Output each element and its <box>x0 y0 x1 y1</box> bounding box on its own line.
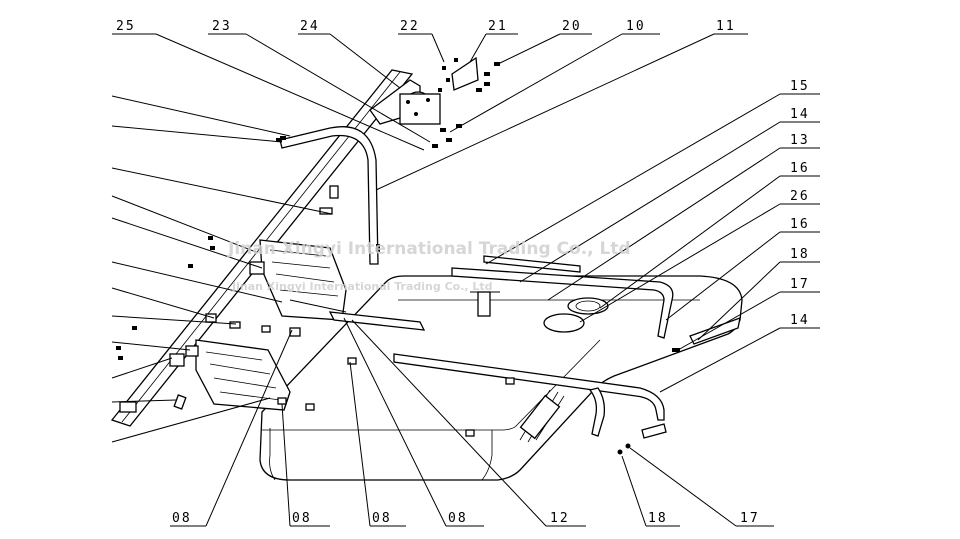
watermark-line-1: Jinan Xingyi International Trading Co., … <box>227 239 631 259</box>
label-08-c: 08 <box>372 511 392 526</box>
label-14-upper: 14 <box>790 107 810 122</box>
label-25: 25 <box>116 19 136 34</box>
label-13: 13 <box>790 133 810 148</box>
label-10: 10 <box>626 19 646 34</box>
label-22: 22 <box>400 19 420 34</box>
label-08-b: 08 <box>292 511 312 526</box>
label-16-lower: 16 <box>790 217 810 232</box>
label-11: 11 <box>716 19 736 34</box>
mounting-bracket <box>110 56 741 455</box>
label-21: 21 <box>488 19 508 34</box>
label-26: 26 <box>790 189 810 204</box>
watermark-line-2: Jinan Xingyi International Trading Co., … <box>231 280 493 293</box>
part-labels: 25 23 24 22 21 20 10 11 15 14 13 16 26 1… <box>116 19 810 526</box>
label-17-upper: 17 <box>790 277 810 292</box>
tank-straps <box>393 255 674 439</box>
label-18-upper: 18 <box>790 247 810 262</box>
label-12: 12 <box>550 511 570 526</box>
label-20: 20 <box>562 19 582 34</box>
watermark: Jinan Xingyi International Trading Co., … <box>227 239 631 293</box>
label-16-upper: 16 <box>790 161 810 176</box>
label-23: 23 <box>212 19 232 34</box>
label-08-a: 08 <box>172 511 192 526</box>
label-15: 15 <box>790 79 810 94</box>
label-14-lower: 14 <box>790 313 810 328</box>
label-24: 24 <box>300 19 320 34</box>
leader-lines <box>111 33 820 527</box>
fuel-tank <box>259 275 743 481</box>
label-17-lower: 17 <box>740 511 760 526</box>
label-18-lower: 18 <box>648 511 668 526</box>
label-08-d: 08 <box>448 511 468 526</box>
